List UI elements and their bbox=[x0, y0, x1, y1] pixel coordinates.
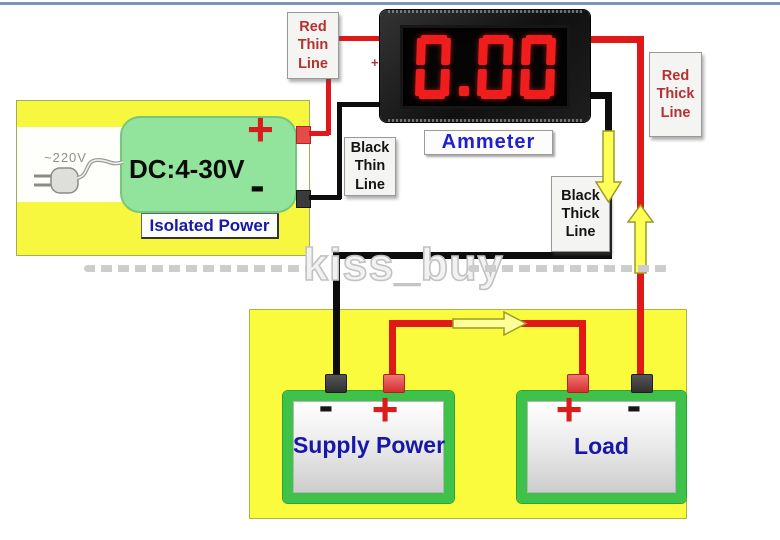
black-thin-wire-vertical bbox=[337, 102, 342, 199]
watermark-text: kiss_buy bbox=[302, 239, 504, 290]
red-thin-line-tag: Red Thin Line bbox=[287, 12, 339, 79]
supply-plus-sign: + bbox=[371, 383, 399, 435]
black-thick-wire-top bbox=[586, 92, 612, 99]
supply-positive-terminal bbox=[383, 374, 405, 393]
isolated-power-label: Isolated Power bbox=[141, 213, 279, 239]
load-box bbox=[517, 391, 686, 503]
black-thick-wire-vertical-left bbox=[333, 252, 340, 380]
dc-range-label: DC:4-30V bbox=[129, 154, 245, 184]
supply-power-box bbox=[283, 391, 454, 503]
watermark-dashes-left bbox=[84, 265, 308, 272]
load-minus-sign: - bbox=[626, 381, 642, 430]
supply-negative-terminal bbox=[325, 374, 347, 393]
red-thick-line-tag: Red Thick Line bbox=[649, 52, 702, 137]
current-arrow-right-icon bbox=[452, 311, 528, 336]
red-thick-wire-top bbox=[586, 36, 644, 43]
ac-voltage-label: ~220V bbox=[44, 150, 87, 165]
ammeter-label: Ammeter bbox=[424, 130, 553, 155]
ammeter-display bbox=[403, 28, 567, 106]
top-border-line bbox=[0, 2, 780, 5]
load-negative-terminal bbox=[631, 374, 653, 393]
red-thin-wire-top bbox=[326, 36, 384, 41]
black-thick-wire-horizontal bbox=[333, 252, 612, 259]
dc-converter-box bbox=[120, 116, 297, 213]
current-arrow-up-icon bbox=[627, 204, 654, 274]
black-thin-wire-stub bbox=[309, 195, 341, 200]
dc-minus-sign: - bbox=[250, 161, 265, 210]
red-thin-wire-stub bbox=[309, 131, 329, 136]
black-thin-wire-top bbox=[337, 102, 383, 107]
supply-positive-wire-riser bbox=[389, 322, 396, 378]
dc-plus-sign: + bbox=[247, 103, 274, 155]
display-digit bbox=[414, 35, 451, 99]
current-arrow-down-icon bbox=[595, 130, 622, 204]
ammeter-polarity-mark: + bbox=[371, 55, 379, 70]
load-plus-sign: + bbox=[555, 383, 583, 435]
red-thin-wire-vertical bbox=[326, 36, 331, 135]
display-decimal-point bbox=[458, 86, 469, 96]
watermark-dashes-right bbox=[468, 265, 668, 272]
supply-power-label: Supply Power bbox=[292, 432, 446, 458]
supply-minus-sign: - bbox=[318, 381, 334, 430]
display-digit bbox=[476, 35, 513, 99]
display-digit bbox=[519, 35, 556, 99]
load-label: Load bbox=[574, 433, 629, 459]
black-thin-line-tag: Black Thin Line bbox=[344, 137, 396, 196]
power-plug-icon bbox=[34, 157, 124, 194]
load-positive-wire-riser bbox=[579, 320, 586, 378]
load-positive-terminal bbox=[567, 374, 589, 393]
